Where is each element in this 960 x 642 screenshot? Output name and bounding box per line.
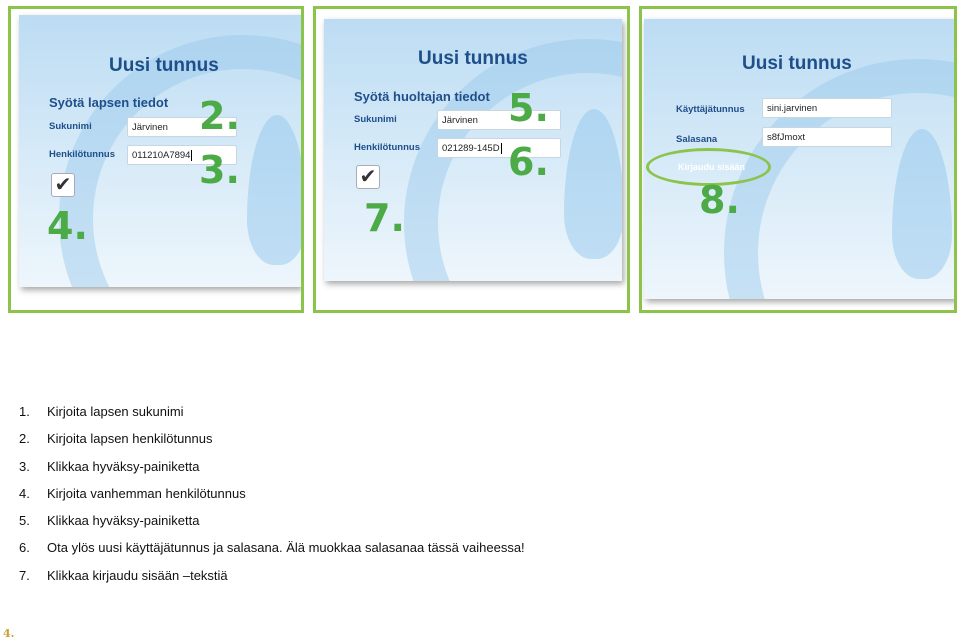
step-marker-3: 3.: [199, 148, 240, 192]
background-drop: [564, 109, 622, 259]
page-title: Uusi tunnus: [742, 53, 852, 74]
id-label: Henkilötunnus: [49, 149, 115, 160]
step-marker-6: 6.: [508, 140, 549, 184]
instruction-number: 6.: [19, 540, 30, 556]
surname-label: Sukunimi: [354, 114, 397, 125]
instruction-number: 3.: [19, 458, 30, 474]
app-screen: Uusi tunnus Käyttäjätunnus sini.jarvinen…: [644, 19, 954, 299]
instruction-number: 7.: [19, 567, 30, 583]
checkmark-icon: ✔: [54, 174, 72, 196]
step-marker-5: 5.: [508, 86, 549, 130]
surname-input[interactable]: Järvinen: [127, 117, 237, 137]
instruction-item: 4. Kirjoita vanhemman henkilötunnus: [19, 485, 525, 512]
instruction-text: Kirjoita lapsen sukunimi: [47, 404, 184, 419]
id-input[interactable]: 011210A7894: [127, 145, 237, 165]
text-caret: [500, 142, 502, 154]
page-title: Uusi tunnus: [418, 48, 528, 69]
instruction-text: Kirjoita lapsen henkilötunnus: [47, 431, 213, 447]
password-field[interactable]: s8fJmoxt: [762, 127, 892, 147]
instruction-number: 2.: [19, 431, 30, 447]
screenshot-panel-guardian-info: Uusi tunnus Syötä huoltajan tiedot Sukun…: [313, 6, 630, 313]
form-heading: Syötä lapsen tiedot: [49, 95, 169, 110]
surname-input[interactable]: Järvinen: [437, 110, 561, 130]
instruction-text: Ota ylös uusi käyttäjätunnus ja salasana…: [47, 540, 525, 556]
step-marker-8: 8.: [699, 178, 740, 222]
instruction-text: Kirjoita vanhemman henkilötunnus: [47, 485, 246, 501]
instruction-text: Klikkaa kirjaudu sisään –tekstiä: [47, 567, 228, 583]
instruction-item: 7. Klikkaa kirjaudu sisään –tekstiä: [19, 567, 525, 594]
instruction-number: 1.: [19, 404, 30, 419]
step-marker-2: 2.: [199, 94, 240, 138]
instruction-item: 2. Kirjoita lapsen henkilötunnus: [19, 430, 525, 457]
screenshot-panel-credentials: Uusi tunnus Käyttäjätunnus sini.jarvinen…: [639, 6, 957, 313]
accept-checkbox[interactable]: ✔: [356, 165, 380, 189]
form-heading: Syötä huoltajan tiedot: [354, 89, 490, 104]
instruction-text: Klikkaa hyväksy-painiketta: [47, 513, 200, 529]
highlight-ellipse: [646, 148, 771, 186]
id-input[interactable]: 021289-145D: [437, 138, 561, 158]
app-screen: Uusi tunnus Syötä lapsen tiedot Sukunimi…: [19, 15, 301, 287]
instruction-item: 6. Ota ylös uusi käyttäjätunnus ja salasa…: [19, 539, 525, 566]
screenshot-panel-child-info: Uusi tunnus Syötä lapsen tiedot Sukunimi…: [8, 6, 304, 313]
page-title: Uusi tunnus: [109, 55, 219, 76]
accept-checkbox[interactable]: ✔: [51, 173, 75, 197]
surname-label: Sukunimi: [49, 121, 92, 132]
instruction-list: 1. Kirjoita lapsen sukunimi 2. Kirjoita la…: [19, 403, 525, 594]
instruction-item: 3. Klikkaa hyväksy-painiketta: [19, 458, 525, 485]
username-label: Käyttäjätunnus: [676, 104, 745, 115]
app-screen: Uusi tunnus Syötä huoltajan tiedot Sukun…: [324, 19, 622, 281]
instruction-item: 1. Kirjoita lapsen sukunimi: [19, 403, 525, 430]
step-marker-7: 7.: [364, 196, 405, 240]
step-marker-4: 4.: [47, 204, 88, 248]
instruction-text: Klikkaa hyväksy-painiketta: [47, 458, 200, 474]
instruction-number: 5.: [19, 513, 30, 529]
text-caret: [191, 149, 193, 161]
checkmark-icon: ✔: [359, 166, 377, 188]
username-field[interactable]: sini.jarvinen: [762, 98, 892, 118]
password-label: Salasana: [676, 134, 718, 145]
instruction-item: 5. Klikkaa hyväksy-painiketta: [19, 512, 525, 539]
instruction-number: 4.: [19, 485, 30, 501]
page-number: 4.: [3, 627, 15, 640]
id-label: Henkilötunnus: [354, 142, 420, 153]
